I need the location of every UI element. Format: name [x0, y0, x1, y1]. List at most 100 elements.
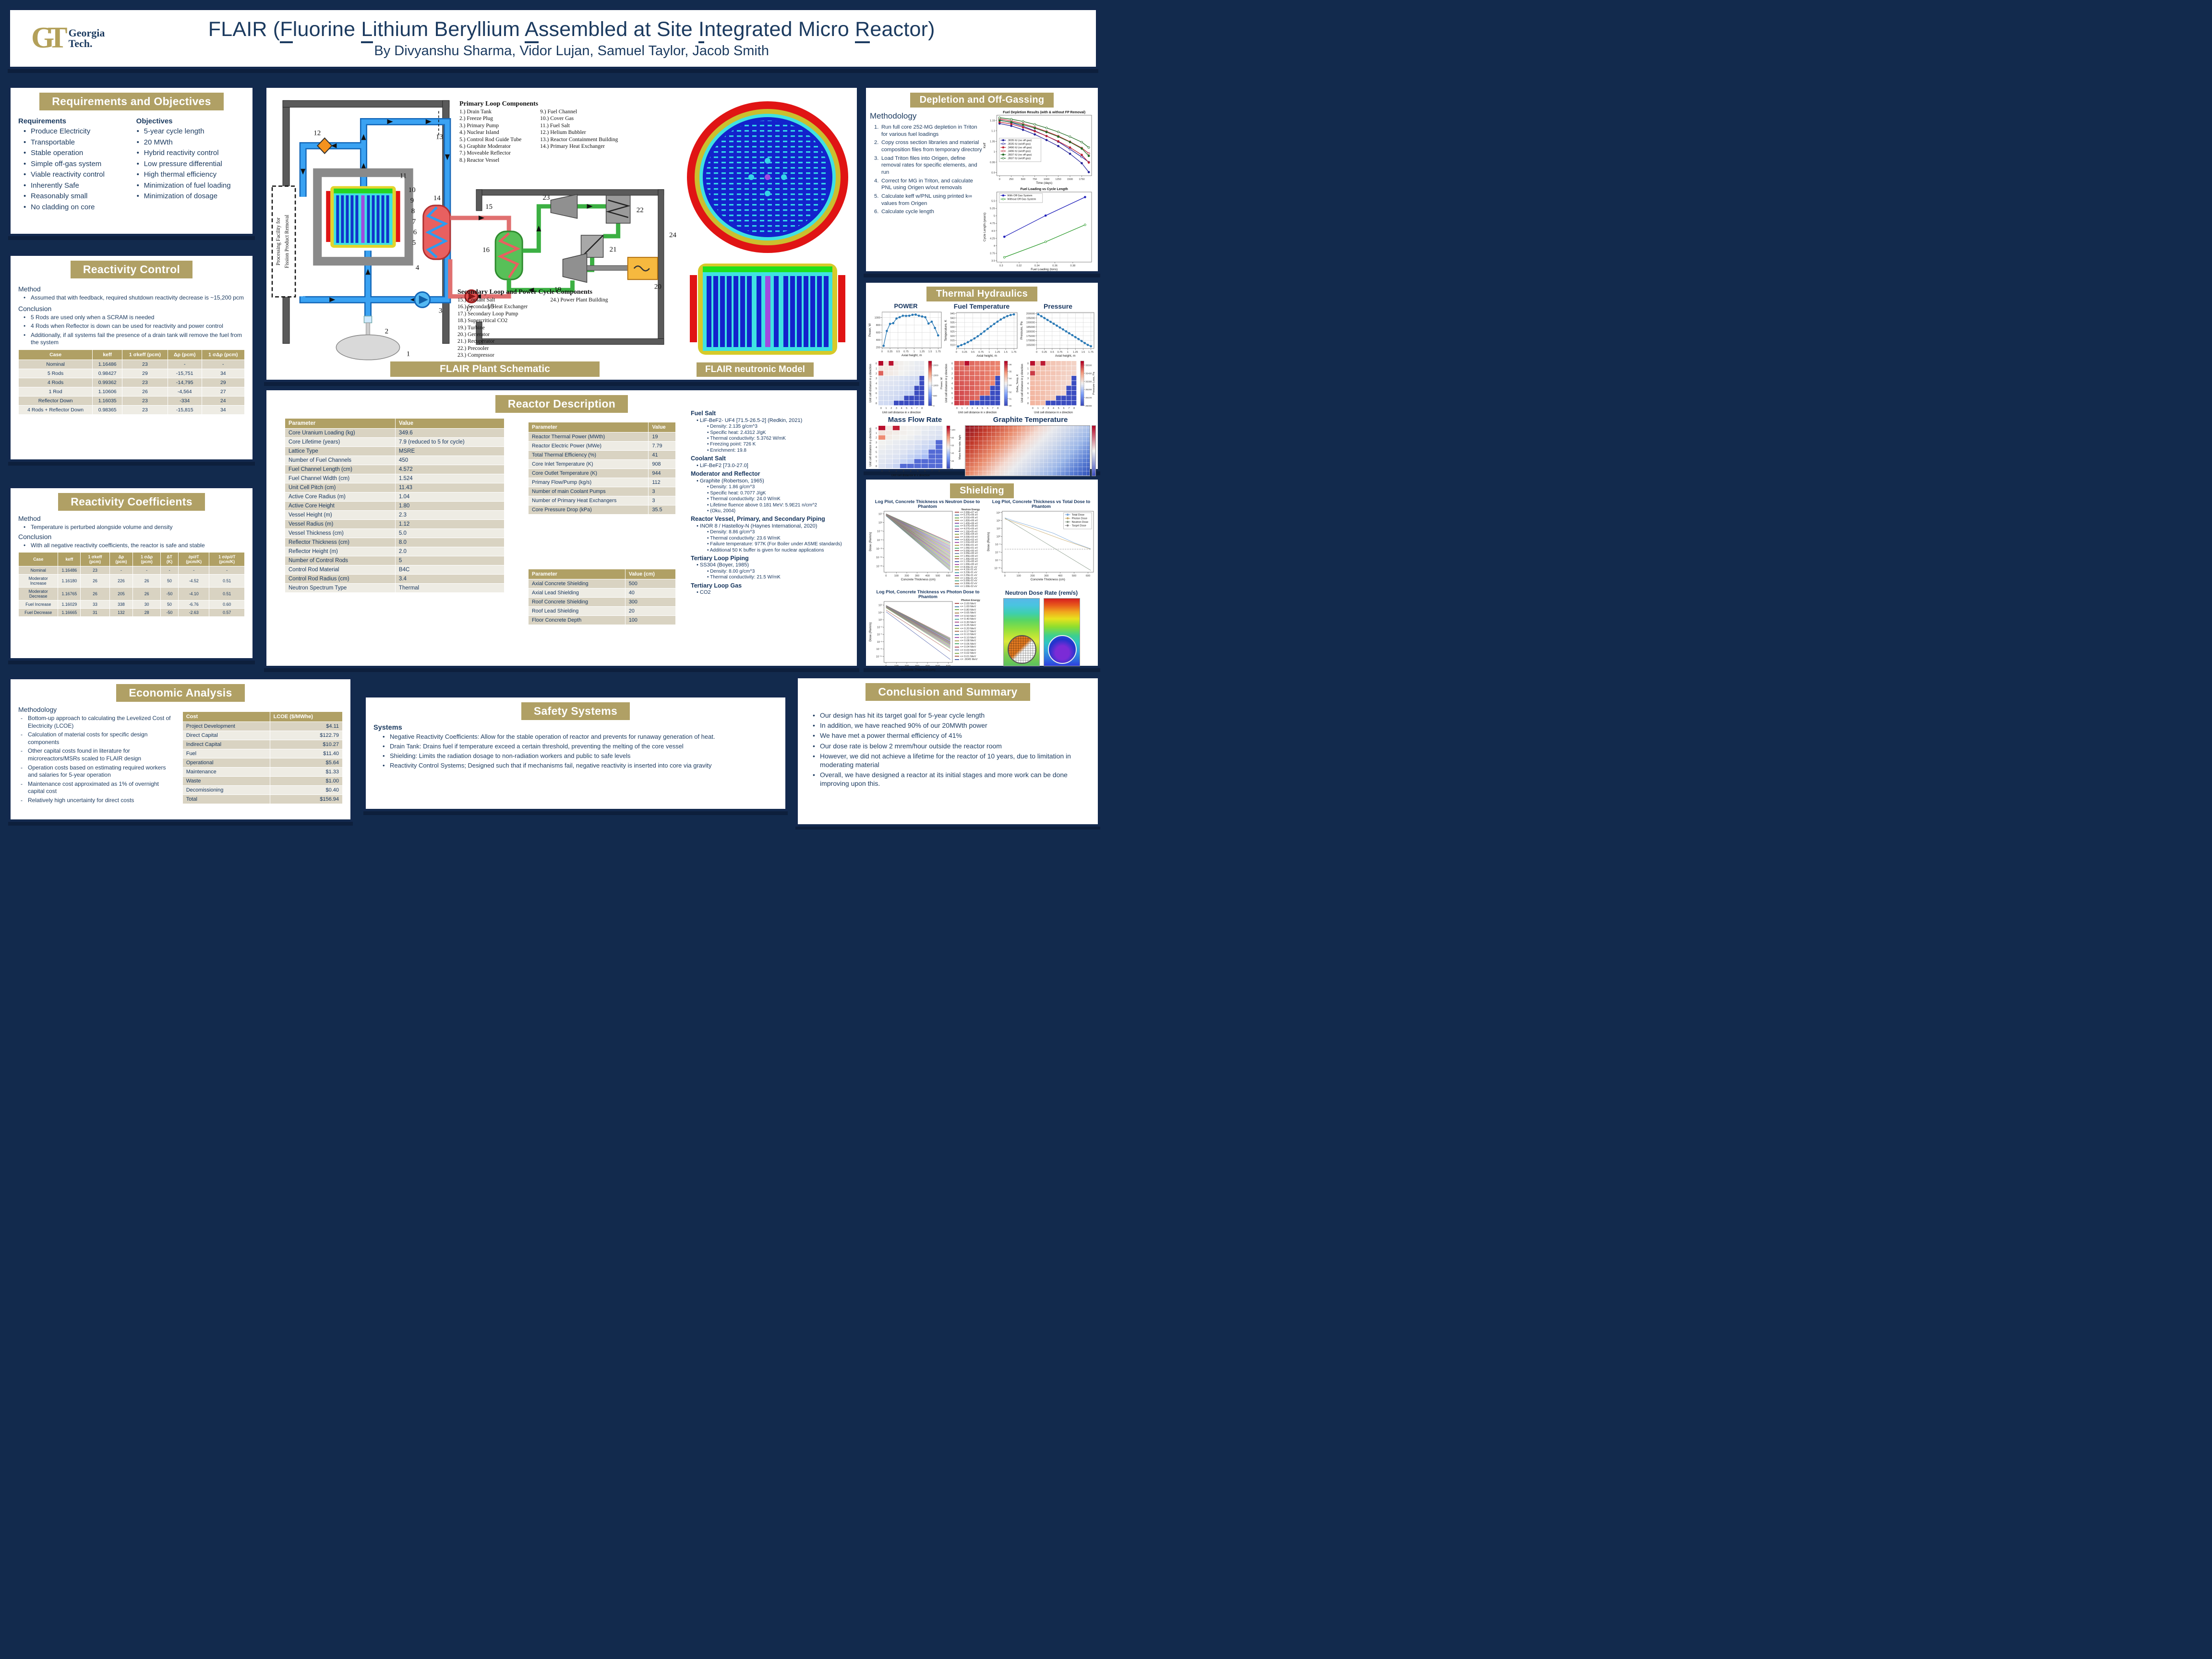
svg-text:10⁴: 10⁴: [878, 611, 883, 614]
svg-text:0: 0: [881, 350, 883, 353]
bullet-icon: •: [24, 294, 26, 301]
column-header: keff: [58, 552, 81, 567]
svg-text:7: 7: [931, 470, 933, 473]
svg-text:3: 3: [876, 377, 877, 380]
svg-text:7: 7: [992, 407, 994, 410]
table-cell: Reactor Thermal Power (MWth): [528, 432, 649, 442]
bullet-icon: •: [136, 149, 139, 157]
svg-text:1.5: 1.5: [1004, 351, 1008, 354]
table-cell: 1.10606: [92, 386, 123, 397]
legend-swatch-icon: [955, 577, 959, 579]
component-number-label: 18: [487, 302, 494, 310]
svg-text:0: 0: [1027, 362, 1029, 365]
section-header: Shielding: [950, 483, 1014, 498]
svg-text:0.38: 0.38: [1070, 264, 1075, 267]
column-header: Δρ (pcm): [109, 552, 133, 567]
table-cell: 5: [395, 556, 505, 565]
svg-text:1: 1: [951, 368, 953, 371]
svg-text:1: 1: [988, 351, 990, 354]
list-item: 24.) Power Plant Building: [550, 297, 608, 303]
title-banner: GT Georgia Tech. FLAIR (Fluorine Lithium…: [8, 8, 1098, 69]
table-cell: -: [160, 566, 179, 575]
svg-text:36: 36: [1009, 363, 1012, 366]
legend-swatch-icon: [955, 656, 959, 657]
bullet-icon: •: [24, 127, 26, 135]
table-cell: $0.40: [269, 785, 343, 795]
svg-text:1: 1: [1037, 407, 1039, 410]
table-cell: Reflector Height (m): [285, 547, 396, 556]
bullet-icon: •: [24, 541, 26, 549]
svg-text:935: 935: [950, 322, 955, 325]
component-number-label: 21: [610, 246, 617, 253]
svg-text:8: 8: [997, 407, 998, 410]
component-number-label: 17: [466, 305, 473, 313]
legend-swatch-icon: [955, 517, 959, 518]
svg-text:6: 6: [876, 392, 877, 395]
legend-swatch-icon: [955, 637, 959, 638]
list-item: 3.Load Triton files into Origen, define …: [874, 155, 977, 176]
svg-text:3: 3: [1047, 407, 1049, 410]
legend-swatch-icon: [955, 550, 959, 552]
legend-entry: <= 1.50E+04 eV: [955, 533, 986, 536]
legend-swatch-icon: [955, 523, 959, 524]
svg-text:0.32: 0.32: [1017, 264, 1022, 267]
list-item: 18.) Supercritical CO2: [457, 318, 508, 324]
svg-text:4.5: 4.5: [991, 230, 995, 233]
section-header: Safety Systems: [521, 702, 630, 720]
svg-text:Pressure Loss, Pa: Pressure Loss, Pa: [1093, 372, 1095, 395]
svg-text:Keff: Keff: [983, 143, 986, 148]
primary-pump: [414, 291, 431, 308]
table-cell: Fuel Increase: [18, 600, 59, 609]
column-header: 1 σ∂ρ/∂T (pcm/K): [209, 552, 245, 567]
processing-facility-label-2: Fission Product Removal: [284, 215, 290, 268]
svg-text:4: 4: [951, 383, 953, 385]
material-section-title: Fuel Salt: [691, 410, 716, 417]
svg-text:5: 5: [951, 387, 953, 390]
table-cell: Nominal: [18, 566, 59, 575]
table-row: Reflector Thickness (cm)8.0: [285, 538, 505, 547]
legend-entry: <= 2.00E+07 eV: [955, 511, 986, 515]
list-number: 2.: [874, 140, 879, 146]
table-cell: $11.40: [269, 749, 343, 758]
list-item: 4.) Nuclear Island: [459, 130, 499, 136]
legend-entry: <= 0.30 MeV: [955, 621, 986, 624]
svg-text:5: 5: [917, 470, 918, 473]
legend-swatch-icon: [955, 539, 959, 541]
svg-text:0: 0: [876, 427, 877, 430]
objectives-subtitle: Objectives: [136, 117, 173, 125]
legend-swatch-icon: [955, 606, 959, 607]
list-item: •Produce Electricity: [24, 127, 91, 135]
svg-text:6: 6: [924, 470, 926, 473]
bullet-icon: •: [383, 742, 385, 750]
svg-text:40: 40: [951, 452, 954, 455]
svg-text:4: 4: [876, 383, 877, 385]
material-property: • Density: 1.86 g/cm^3: [707, 484, 755, 490]
list-item: •Shielding: Limits the radiation dosage …: [383, 752, 631, 759]
table-cell: 5.0: [395, 529, 505, 538]
list-item: •Drain Tank: Drains fuel if temperature …: [383, 742, 684, 750]
legend-entry: <= 5.00E+00 eV: [955, 550, 986, 553]
plant-schematic-diagram: Processing Facility for Fission Product …: [271, 100, 676, 361]
svg-text:910: 910: [950, 344, 955, 347]
svg-text:10⁻³: 10⁻³: [877, 530, 882, 533]
svg-text:1: 1: [962, 407, 963, 410]
svg-text:500: 500: [936, 665, 940, 668]
table-row: Active Core Radius (m)1.04: [285, 492, 505, 502]
bullet-icon: -: [21, 764, 23, 771]
table-cell: 0.99362: [92, 377, 123, 387]
material-property: • Density: 8.86 g/cm^3: [707, 529, 755, 535]
legend-entry: <= .0045 MeV: [955, 658, 986, 661]
legend-swatch-icon: [955, 531, 959, 532]
bullet-icon: •: [24, 138, 26, 146]
legend-swatch-icon: [955, 640, 959, 641]
svg-text:0.34: 0.34: [1034, 264, 1040, 267]
bullet-icon: •: [24, 149, 26, 157]
material-entry: • INOR 8 / Hastelloy-N (Haynes Internati…: [697, 523, 817, 529]
